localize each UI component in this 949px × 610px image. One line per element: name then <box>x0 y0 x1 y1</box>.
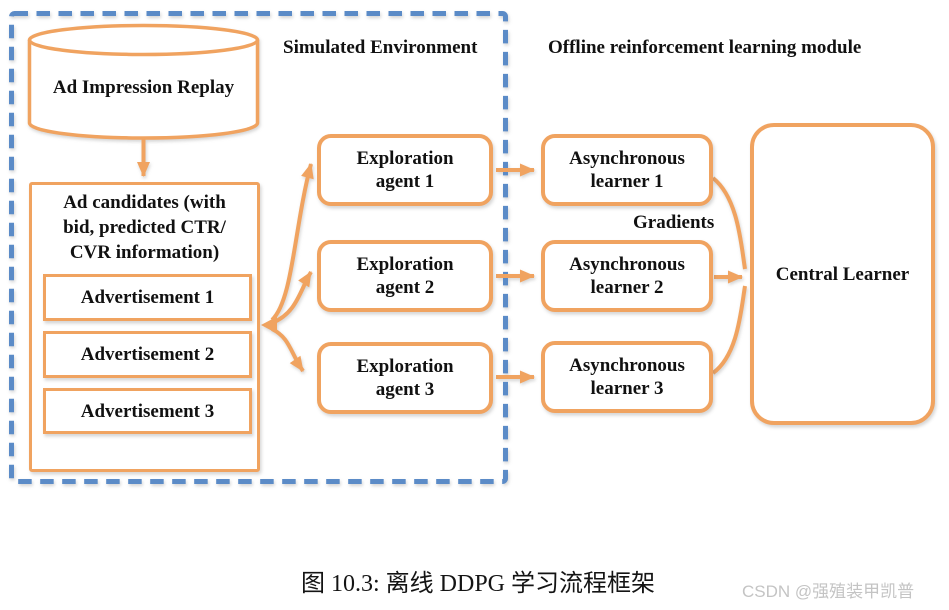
figure-caption: 图 10.3: 离线 DDPG 学习流程框架 <box>300 571 655 597</box>
candidates-to-agent3-arrow <box>271 327 305 373</box>
exploration-agent-3-box: Exploration agent 3 <box>317 342 493 414</box>
learner2-line1: Asynchronous <box>569 254 685 275</box>
async-learner-3-box: Asynchronous learner 3 <box>541 341 713 413</box>
agent3-line1: Exploration <box>356 356 454 377</box>
ad-impression-replay-label: Ad Impression Replay <box>52 77 235 98</box>
candidates-to-agent1-arrow <box>270 163 314 322</box>
learner3-line2: learner 3 <box>590 378 664 399</box>
csdn-watermark: CSDN @强殖装甲凯普 <box>742 582 915 601</box>
learner3-line1: Asynchronous <box>569 355 685 376</box>
advertisement-3-box: Advertisement 3 <box>43 388 252 434</box>
ad-candidates-heading-line3: CVR information) <box>69 242 220 263</box>
async-learner-1-box: Asynchronous learner 1 <box>541 134 713 206</box>
database-cylinder-icon <box>27 23 260 140</box>
candidates-to-agent2-arrow <box>271 270 313 325</box>
learner1-gradient-curve <box>711 176 747 270</box>
learner1-line2: learner 1 <box>590 171 664 192</box>
agent1-line1: Exploration <box>356 148 454 169</box>
exploration-agent-2-box: Exploration agent 2 <box>317 240 493 312</box>
simulated-environment-dashed-border <box>9 11 508 484</box>
agent1-line2: agent 1 <box>375 171 435 192</box>
learner2-line2: learner 2 <box>590 277 664 298</box>
learner3-gradient-curve <box>711 285 747 375</box>
central-learner-box: Central Learner <box>750 123 935 425</box>
async-learner-2-box: Asynchronous learner 2 <box>541 240 713 312</box>
gradients-label: Gradients <box>633 212 715 233</box>
agent2-line1: Exploration <box>356 254 454 275</box>
simulated-environment-title: Simulated Environment <box>283 37 478 58</box>
advertisement-1-box: Advertisement 1 <box>43 274 252 321</box>
exploration-agent-1-box: Exploration agent 1 <box>317 134 493 206</box>
ad-candidates-heading: Ad candidates (with bid, predicted CTR/ … <box>31 190 258 265</box>
ad-candidates-heading-line1: Ad candidates (with <box>63 192 226 213</box>
learner1-line1: Asynchronous <box>569 148 685 169</box>
advertisement-2-box: Advertisement 2 <box>43 331 252 378</box>
agent3-line2: agent 3 <box>375 379 435 400</box>
agent2-line2: agent 2 <box>375 277 435 298</box>
ad-candidates-heading-line2: bid, predicted CTR/ <box>63 217 226 238</box>
offline-module-title: Offline reinforcement learning module <box>548 37 862 58</box>
